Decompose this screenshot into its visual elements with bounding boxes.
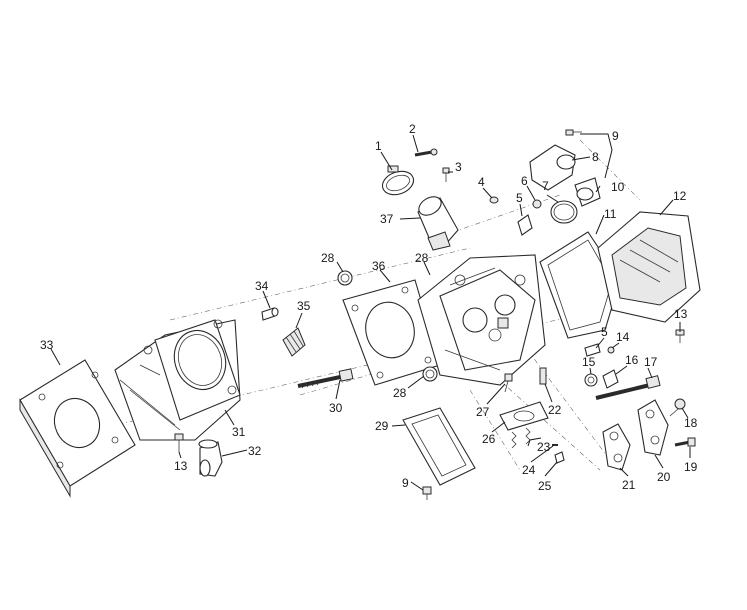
callout-labels: 1 2 3 4 5 6 7 8 9 10 11 12 13 5 14 15 16… bbox=[40, 122, 698, 493]
seal-ring-28-upper bbox=[337, 270, 353, 286]
callout-21: 21 bbox=[622, 478, 636, 492]
hose-clamp bbox=[381, 165, 415, 196]
callout-33: 33 bbox=[40, 338, 54, 352]
bolt-19 bbox=[674, 437, 696, 447]
pin-4 bbox=[489, 196, 499, 204]
bolt-9-top bbox=[565, 129, 582, 136]
callout-20: 20 bbox=[657, 470, 671, 484]
callout-18: 18 bbox=[684, 416, 698, 430]
callout-30: 30 bbox=[329, 401, 343, 415]
callout-14: 14 bbox=[616, 330, 630, 344]
callout-10: 10 bbox=[611, 180, 625, 194]
coolant-elbow-fitting bbox=[198, 439, 223, 477]
callout-23: 23 bbox=[537, 440, 551, 454]
spacer-16 bbox=[602, 369, 619, 389]
seal-ring-28-lower bbox=[422, 366, 438, 382]
callout-29: 29 bbox=[375, 419, 389, 433]
callout-5a: 5 bbox=[516, 191, 523, 205]
cylinder-base-gasket bbox=[19, 359, 136, 498]
sleeve-5-upper bbox=[517, 214, 533, 236]
callout-5b: 5 bbox=[601, 325, 608, 339]
callout-16: 16 bbox=[625, 353, 639, 367]
callout-2: 2 bbox=[409, 122, 416, 136]
callout-36: 36 bbox=[372, 259, 386, 273]
callout-7: 7 bbox=[542, 179, 549, 193]
washer-15 bbox=[584, 373, 598, 387]
callout-25: 25 bbox=[538, 479, 552, 493]
callout-32: 32 bbox=[248, 444, 262, 458]
cylinder-head-gasket bbox=[342, 279, 441, 386]
o-ring-7 bbox=[550, 200, 578, 224]
callout-28a: 28 bbox=[321, 251, 335, 265]
clip-25 bbox=[554, 451, 565, 464]
outlet-housing bbox=[529, 144, 576, 191]
callout-13a: 13 bbox=[674, 307, 688, 321]
bolt-13-left bbox=[174, 433, 184, 452]
bolt-9-bottom bbox=[422, 486, 432, 500]
callout-9a: 9 bbox=[612, 129, 619, 143]
callout-12: 12 bbox=[673, 189, 687, 203]
bolt-27 bbox=[504, 373, 513, 393]
callout-27: 27 bbox=[476, 405, 490, 419]
washer-14 bbox=[607, 346, 615, 354]
callout-6: 6 bbox=[521, 174, 528, 188]
callout-31: 31 bbox=[232, 425, 246, 439]
callout-8: 8 bbox=[592, 150, 599, 164]
callout-24: 24 bbox=[522, 463, 536, 477]
callout-22: 22 bbox=[548, 403, 562, 417]
threaded-fitting bbox=[282, 327, 306, 357]
callout-28b: 28 bbox=[415, 251, 429, 265]
callout-35: 35 bbox=[297, 299, 311, 313]
pin-22 bbox=[539, 367, 547, 385]
callout-9b: 9 bbox=[402, 476, 409, 490]
callout-1: 1 bbox=[375, 139, 382, 153]
cylinder-block bbox=[114, 319, 241, 441]
cap-10 bbox=[574, 177, 601, 207]
bracket-21 bbox=[602, 423, 631, 471]
callout-37: 37 bbox=[380, 212, 394, 226]
callout-4: 4 bbox=[478, 175, 485, 189]
callout-3: 3 bbox=[455, 160, 462, 174]
callout-26: 26 bbox=[482, 432, 496, 446]
screw-2 bbox=[414, 148, 438, 157]
spring-23 bbox=[511, 427, 531, 449]
dowel-pin bbox=[261, 307, 279, 321]
leader-lines bbox=[50, 133, 691, 491]
cylinder-stud-bolt bbox=[297, 368, 354, 389]
bolt-3 bbox=[442, 167, 450, 182]
bolt-18 bbox=[669, 398, 686, 417]
bracket-20 bbox=[637, 399, 669, 456]
callout-28c: 28 bbox=[393, 386, 407, 400]
callout-13b: 13 bbox=[174, 459, 188, 473]
callout-17: 17 bbox=[644, 355, 658, 369]
callout-19: 19 bbox=[684, 460, 698, 474]
cylinder-head bbox=[417, 254, 546, 386]
nut-6 bbox=[532, 199, 542, 209]
callout-34: 34 bbox=[255, 279, 269, 293]
side-cover bbox=[402, 407, 476, 486]
callout-15: 15 bbox=[582, 355, 596, 369]
intake-boot bbox=[417, 196, 459, 251]
callout-11: 11 bbox=[604, 207, 617, 221]
valve-cover bbox=[597, 211, 701, 323]
gasket-plate-26 bbox=[499, 401, 549, 431]
